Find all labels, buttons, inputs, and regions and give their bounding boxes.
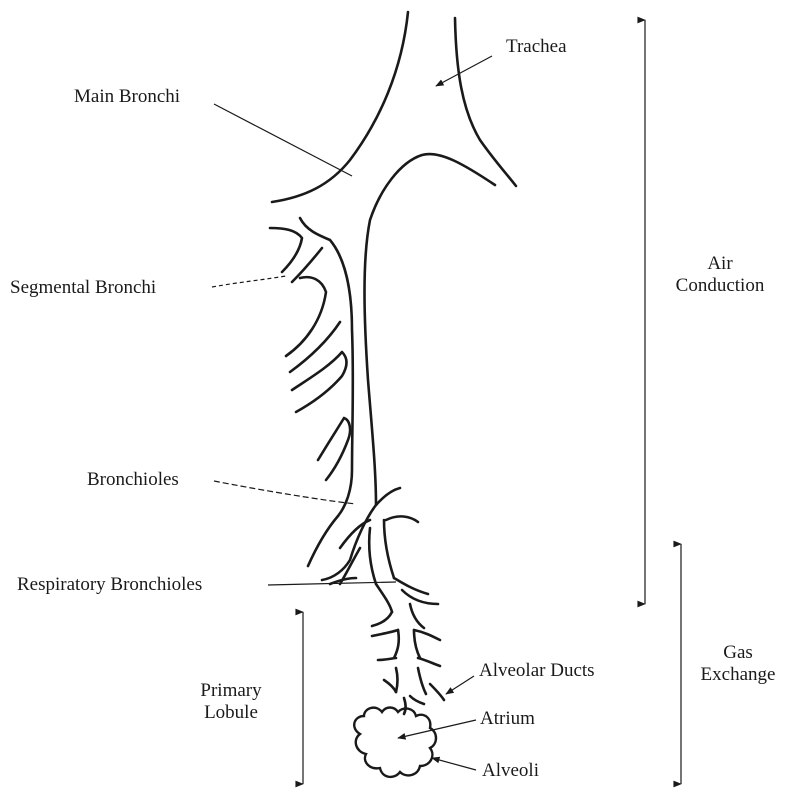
bronchioles-label: Bronchioles (87, 469, 179, 491)
gas-exchange-line1: Gas (680, 642, 796, 664)
alveolar-ducts-label: Alveolar Ducts (479, 660, 595, 682)
airway-tree (270, 12, 516, 714)
resp-rung-1a (372, 630, 398, 636)
primary-lobule-line2: Lobule (186, 702, 276, 724)
bronchiole-right-1 (376, 488, 400, 505)
air-conduction-line1: Air (650, 253, 790, 275)
segmental-branch-3 (292, 352, 347, 412)
bronchiole-right-2 (386, 516, 418, 522)
atrium-pointer (398, 720, 476, 738)
resp-stem-left-2 (394, 630, 399, 658)
trachea-label: Trachea (506, 36, 567, 58)
resp-stem-left (372, 612, 392, 626)
atrium-label: Atrium (480, 708, 535, 730)
bronchioles-pointer (214, 481, 356, 504)
gas-exchange-line2: Exchange (680, 664, 796, 686)
air-conduction-line2: Conduction (650, 275, 790, 297)
main-bronchi-pointer (214, 104, 352, 176)
resp-stem-low (404, 698, 406, 714)
right-bronchus-outer (365, 154, 496, 505)
trachea-pointer (436, 56, 492, 86)
resp-stem-left-3 (396, 668, 398, 692)
resp-stem-right (410, 604, 424, 628)
resp-bronchiole-left-a (376, 584, 392, 612)
segmental-bronchi-pointer (212, 276, 286, 287)
resp-rung-2b (418, 658, 440, 666)
resp-stem-right-3 (418, 668, 426, 694)
gas-exchange-label: Gas Exchange (680, 642, 796, 686)
alveoli-pointer (432, 758, 476, 770)
segmental-bronchi-label: Segmental Bronchi (10, 277, 156, 299)
resp-rung-3b (430, 684, 444, 700)
segmental-branch-2 (286, 277, 326, 356)
resp-rung-2a (378, 658, 396, 660)
segmental-branch-4 (318, 418, 350, 480)
resp-rung-1b (414, 630, 440, 640)
resp-stem-right-2 (414, 630, 420, 658)
resp-bronchiole-right-a (394, 578, 428, 594)
bronchiole-left-1 (308, 516, 338, 566)
trachea-left-wall (272, 12, 408, 202)
respiratory-bronchioles-label: Respiratory Bronchioles (17, 574, 202, 596)
resp-rung-3a (384, 680, 396, 692)
primary-lobule-line1: Primary (186, 680, 276, 702)
bronchiole-mid-down (384, 520, 394, 578)
primary-lobule-label: Primary Lobule (186, 680, 276, 724)
resp-rung-3c (410, 696, 424, 704)
alveolar-sac (354, 708, 436, 777)
bronchiole-mid-down-2 (369, 528, 376, 584)
alveolar-ducts-pointer (446, 676, 474, 694)
main-bronchi-label: Main Bronchi (74, 86, 180, 108)
segmental-branch-1 (270, 228, 302, 272)
air-conduction-label: Air Conduction (650, 253, 790, 297)
alveoli-label: Alveoli (482, 760, 539, 782)
